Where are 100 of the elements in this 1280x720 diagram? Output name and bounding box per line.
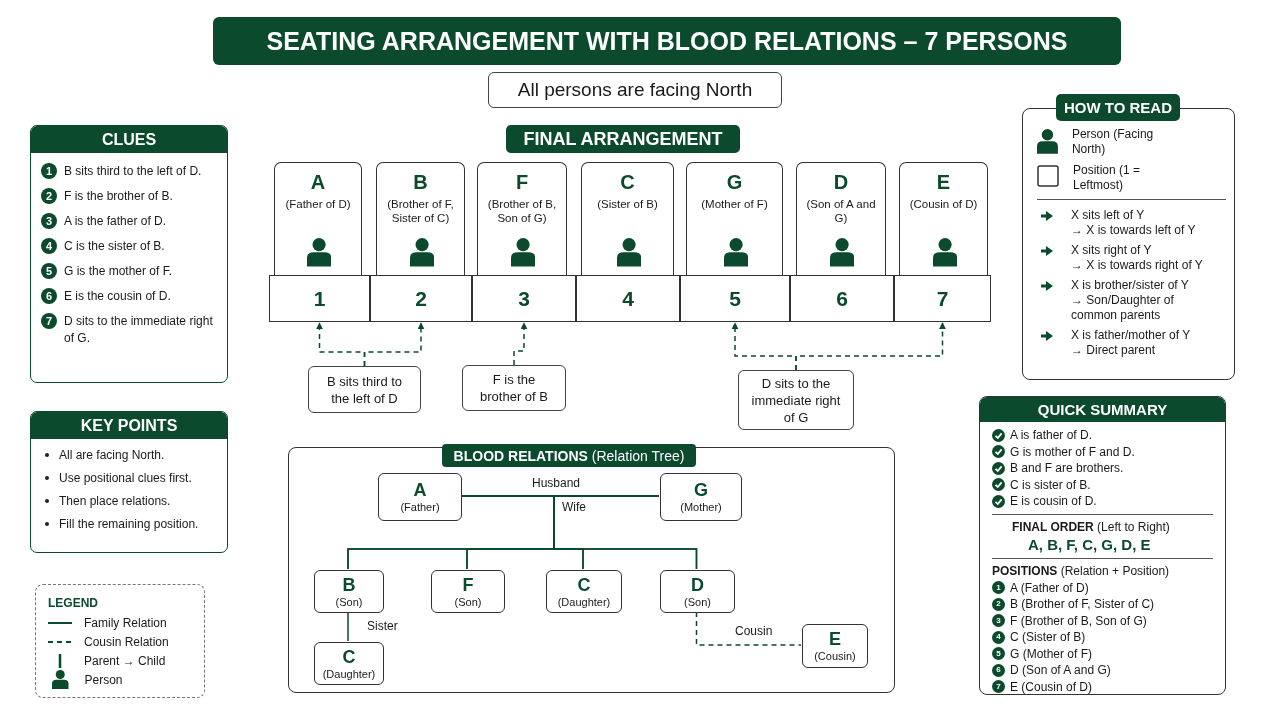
person-letter: C	[577, 574, 591, 595]
panel-heading: HOW TO READ	[1056, 94, 1180, 121]
person-letter: B	[413, 171, 428, 194]
clue-text: B sits third to the left of D.	[64, 163, 202, 180]
clue-text: E is the cousin of D.	[64, 288, 171, 305]
legend-text: Person (Facing North)	[1071, 127, 1155, 157]
legend-text: Position (1 = Leftmost)	[1073, 163, 1142, 193]
number-badge: 7	[41, 313, 57, 329]
position-cell: 6	[790, 275, 894, 322]
rule-text: X sits right of Y	[1071, 243, 1153, 258]
number-badge: 4	[41, 238, 57, 254]
seat-card	[686, 162, 783, 275]
rule-text: → X is towards right of Y	[1071, 258, 1204, 273]
summary-text: F (Brother of B, Son of G)	[1010, 612, 1147, 629]
seat-card	[477, 162, 567, 275]
arrow	[795, 322, 946, 371]
person-letter: A	[413, 480, 427, 500]
summary-text: A (Father of D)	[1010, 579, 1089, 596]
person-letter: F	[462, 574, 474, 595]
number-badge: 1	[992, 581, 1005, 595]
relation-tree-panel	[288, 447, 895, 693]
clue-text: G is the mother of F.	[64, 263, 173, 280]
legend-text: Parent → Child	[84, 653, 166, 668]
person-box	[431, 570, 505, 613]
summary-text: G (Mother of F)	[1010, 645, 1092, 662]
person-letter: C	[620, 171, 635, 194]
clue-text: F is the brother of B.	[64, 188, 173, 205]
person-box	[802, 624, 868, 668]
number-badge: 6	[992, 663, 1005, 677]
person-letter: A	[310, 171, 326, 194]
relation-text: (Cousin)	[814, 649, 856, 663]
relation-text: (Daughter)	[322, 666, 376, 681]
relation-text: (Brother of F, Sister of C)	[386, 197, 455, 225]
summary-text: E (Cousin of D)	[1010, 678, 1093, 694]
person-box	[314, 642, 384, 685]
number-badge: 5	[992, 647, 1005, 661]
edge-label: Husband	[530, 476, 583, 490]
key-point-text: Use positional clues first.	[59, 471, 192, 485]
person-letter: F	[515, 171, 529, 194]
number-badge: 6	[41, 288, 57, 304]
quick-summary-panel	[979, 396, 1226, 695]
panel-heading: QUICK SUMMARY	[980, 397, 1225, 422]
panel-heading: BLOOD RELATIONS (Relation Tree)	[442, 444, 696, 467]
clues-panel	[30, 125, 228, 383]
connector-line	[347, 611, 349, 642]
subheading-text: POSITIONS (Relation + Position)	[992, 563, 1170, 580]
person-box	[660, 473, 742, 521]
rule-text: → X is towards left of Y	[1071, 223, 1197, 238]
callout-box: B sits third to the left of D	[308, 366, 421, 413]
relation-text: (Sister of B)	[596, 197, 659, 211]
person-box	[660, 570, 735, 613]
seat-card	[581, 162, 674, 275]
person-letter: G	[694, 480, 708, 500]
summary-text: C is sister of B.	[1010, 476, 1091, 493]
arrow	[513, 322, 528, 366]
seat-card	[796, 162, 886, 275]
person-letter: E	[829, 629, 841, 649]
arrow	[363, 322, 425, 367]
position-cell: 1	[269, 275, 370, 322]
relation-text: (Son)	[335, 594, 363, 609]
key-point-text: Fill the remaining position.	[59, 517, 199, 531]
edge-label: Sister	[365, 619, 400, 633]
number-badge: 7	[992, 680, 1005, 694]
key-point-text: All are facing North.	[59, 448, 165, 462]
number-badge: 1	[41, 163, 57, 179]
summary-text: D (Son of A and G)	[1010, 662, 1111, 679]
rule-text: X is father/mother of Y	[1071, 328, 1192, 343]
relation-text: (Son of A and G)	[805, 197, 877, 225]
number-badge: 3	[41, 213, 57, 229]
position-cell: 2	[370, 275, 472, 322]
clue-text: C is the sister of B.	[64, 238, 165, 255]
relation-text: (Son)	[454, 594, 482, 609]
number-badge: 2	[41, 188, 57, 204]
callout-box: F is the brother of B	[462, 365, 566, 411]
relation-text: (Cousin of D)	[908, 197, 979, 211]
summary-text: G is mother of F and D.	[1010, 443, 1135, 460]
rule-text: X sits left of Y	[1071, 208, 1146, 223]
person-letter: G	[726, 171, 743, 194]
clue-text: D sits to the immediate right of G.	[64, 313, 214, 347]
number-badge: 3	[992, 614, 1005, 628]
note-box: All persons are facing North	[488, 72, 782, 108]
summary-text: E is cousin of D.	[1010, 493, 1097, 510]
clue-text: A is the father of D.	[64, 213, 167, 230]
position-cell: 4	[576, 275, 680, 322]
seat-card	[376, 162, 465, 275]
key-points-panel	[30, 411, 228, 553]
connector-line	[695, 611, 802, 646]
edge-label: Cousin	[733, 624, 775, 638]
relation-text: (Son)	[684, 594, 711, 609]
position-cell: 5	[680, 275, 790, 322]
relation-label: Wife	[560, 500, 588, 514]
legend-text: Family Relation	[84, 615, 167, 630]
seat-card	[899, 162, 988, 275]
title-banner: SEATING ARRANGEMENT WITH BLOOD RELATIONS – 7 PERSONS	[213, 17, 1121, 65]
relation-text: (Father of D)	[284, 197, 352, 211]
rule-text: → Direct parent	[1071, 343, 1157, 358]
legend-heading: LEGEND	[48, 596, 98, 610]
number-badge: 4	[992, 630, 1005, 644]
final-order-text: A, B, F, C, G, D, E	[1028, 535, 1151, 555]
key-point-text: Then place relations.	[59, 494, 171, 508]
